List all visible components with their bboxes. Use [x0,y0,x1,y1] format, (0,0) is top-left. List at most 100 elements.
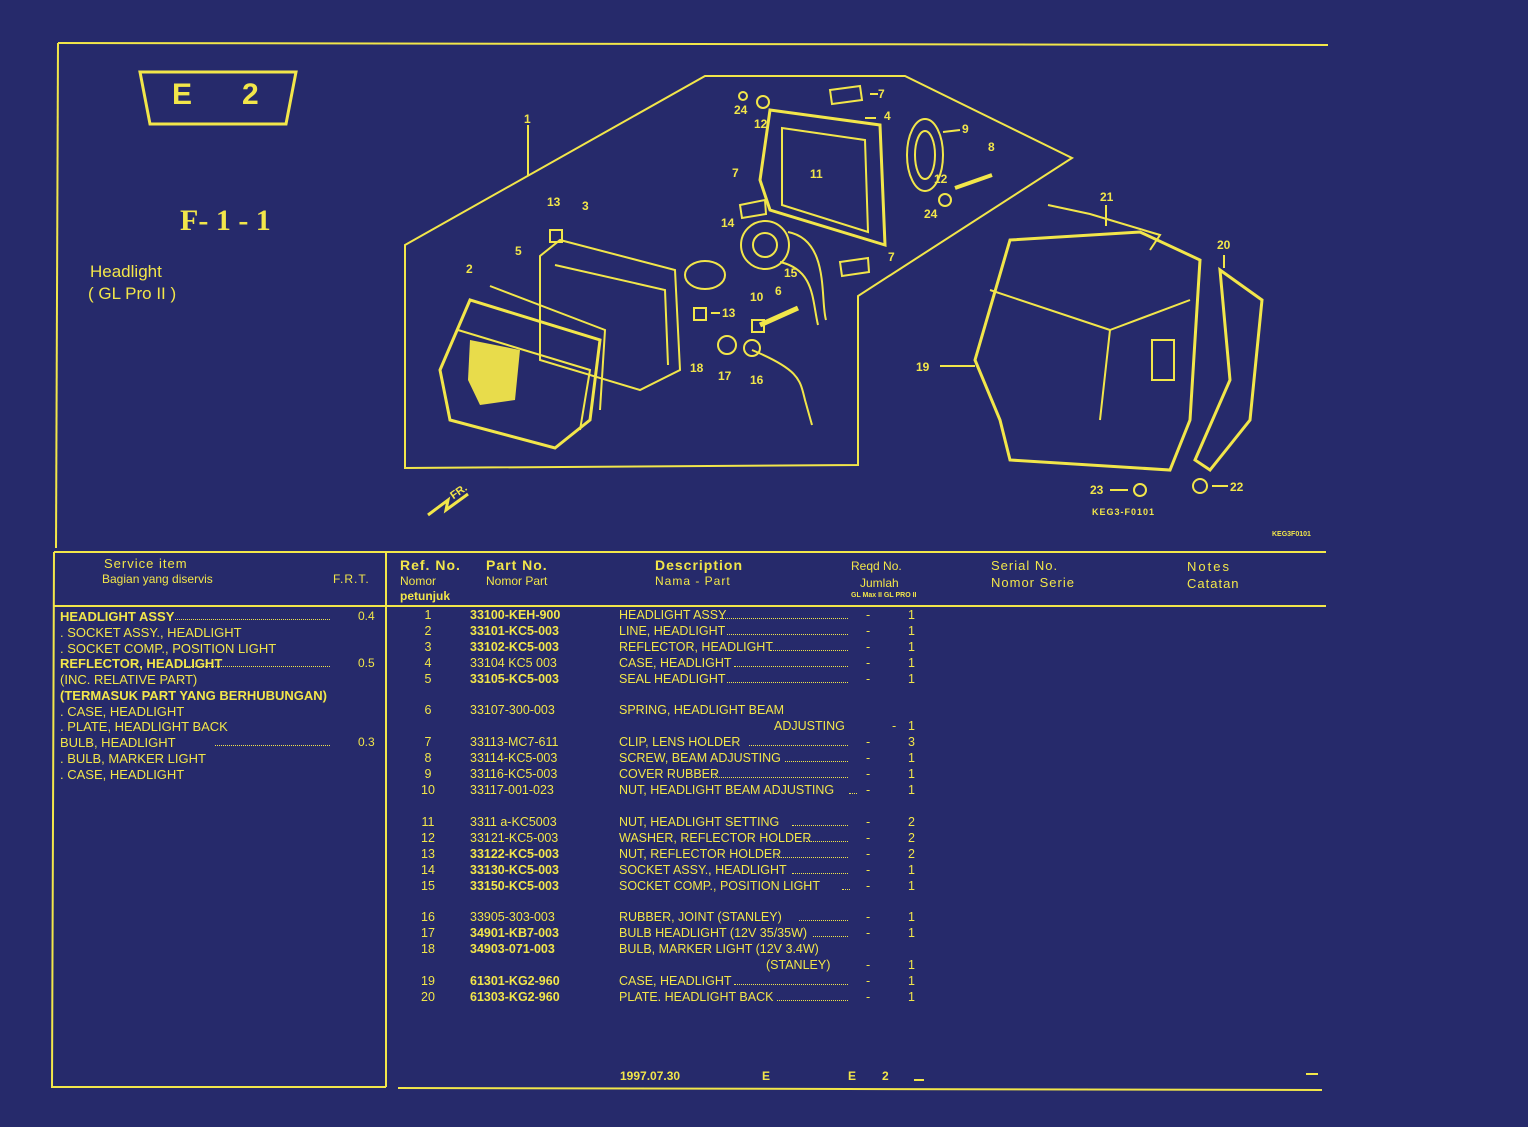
header-serial-no: Serial No. [991,558,1059,573]
part-number: 33150-KC5-003 [470,879,559,893]
cover-rubber-shape [906,118,944,192]
part-ref-no: 3 [424,640,432,654]
footer-code-1: E [762,1069,771,1083]
service-item: (INC. RELATIVE PART) [60,672,198,687]
part-number: 34903-071-003 [470,942,555,956]
leader-dots [791,873,848,874]
leader-dots [784,761,848,762]
lens-gasket [489,285,607,411]
part-number: 33117-001-023 [470,783,554,797]
header-frt: F.R.T. [333,572,370,586]
callout-label: 15 [784,266,798,280]
callout-label: 11 [810,167,823,181]
service-item-frt: 0.5 [358,656,375,670]
socket-wire-2 [779,261,819,326]
part-description: SPRING, HEADLIGHT BEAM [619,703,785,717]
figure-id: F- 1 - 1 [180,204,271,237]
leader-dots [770,650,848,651]
part-description: COVER RUBBER [619,767,720,781]
callout-label: 12 [754,117,768,131]
leader-dots [777,1000,848,1001]
part-ref-no: 10 [421,783,435,797]
part-qty-max: - [866,974,871,988]
part-ref-no: 12 [421,831,435,845]
service-item: . BULB, MARKER LIGHT [60,751,206,766]
part-description: CASE, HEADLIGHT [619,656,732,670]
frame-left-lower [50,551,386,1088]
part-qty-max: - [892,719,897,733]
part-number: 34901-KB7-003 [470,926,559,940]
callout-label: 3 [582,199,589,213]
callout-label: 16 [750,373,764,387]
part-description: RUBBER, JOINT (STANLEY) [619,910,782,924]
part-number: 61303-KG2-960 [470,990,560,1004]
frame-left-upper [55,42,59,549]
part-ref-no: 2 [424,624,432,638]
case-inner [781,126,870,234]
socket-inner [752,232,778,258]
part-number: 33121-KC5-003 [470,831,559,845]
callout-label: 13 [722,306,736,320]
spring-shape [758,305,800,328]
footer-date: 1997.07.30 [620,1069,681,1083]
rubber-joint-shape [717,335,737,355]
part-description: NUT, HEADLIGHT SETTING [619,815,780,829]
callout-label: 10 [750,290,764,304]
callout-label: 6 [775,284,782,298]
case-19-front [989,289,1112,421]
header-ref-no-id-1: Nomor [400,574,437,588]
part-description: HEADLIGHT ASSY [619,608,727,622]
callout-label: 18 [690,361,704,375]
leader-dots [185,666,330,667]
part-qty-pro: 1 [908,624,915,638]
bulb-shape [684,260,726,290]
leader-dots [806,841,848,842]
part-description: NUT, REFLECTOR HOLDER [619,847,782,861]
part-qty-pro: 1 [908,974,915,988]
part-description-cont: (STANLEY) [766,958,831,972]
leader-dots [734,666,848,667]
washer-shape-2 [938,193,952,207]
part-number: 33116-KC5-003 [470,767,558,781]
service-item: . CASE, HEADLIGHT [60,767,185,782]
part-qty-max: - [866,672,871,686]
header-description-id: Nama - Part [655,574,731,588]
nut-small-shape-2 [693,307,707,321]
header-service-item: Service item [104,556,188,571]
part-qty-pro: 1 [908,751,915,765]
socket-wire-1 [787,231,827,321]
part-number: 33104 KC5 003 [470,656,557,670]
part-description: LINE, HEADLIGHT [619,624,726,638]
part-ref-no: 7 [424,735,432,749]
beam-screw-shape [954,173,993,190]
callout-label: 7 [888,250,895,264]
part-number: 33122-KC5-003 [470,847,559,861]
leader-dots [791,825,848,826]
leader-dots [175,619,330,620]
cover-rubber-inner [914,130,936,180]
part-description: SEAL HEADLIGHT [619,672,726,686]
callout-label: 4 [884,109,891,123]
service-item-frt: 0.4 [358,609,375,623]
part-qty-pro: 2 [908,831,915,845]
callout-label: 7 [732,166,739,180]
callout-label: 1 [524,112,531,126]
leader-dots [748,745,848,746]
part-ref-no: 9 [424,767,432,781]
callout-label: 5 [515,244,522,258]
part-number: 61301-KG2-960 [470,974,560,988]
part-description: NUT, HEADLIGHT BEAM ADJUSTING [619,783,835,797]
callout-label: 13 [547,195,561,209]
leader-9 [942,129,961,133]
callout-label: 22 [1230,480,1244,494]
part-qty-max: - [866,767,871,781]
part-description: SOCKET ASSY., HEADLIGHT [619,863,787,877]
part-qty-pro: 1 [908,656,915,670]
part-qty-pro: 1 [908,640,915,654]
reflector-inner [554,264,669,366]
part-number: 33101-KC5-003 [470,624,559,638]
bolt-24-shape [738,91,748,101]
part-qty-max: - [866,656,871,670]
header-reqd-sub: GL Max II GL PRO II [851,592,917,599]
part-ref-no: 11 [421,815,435,829]
